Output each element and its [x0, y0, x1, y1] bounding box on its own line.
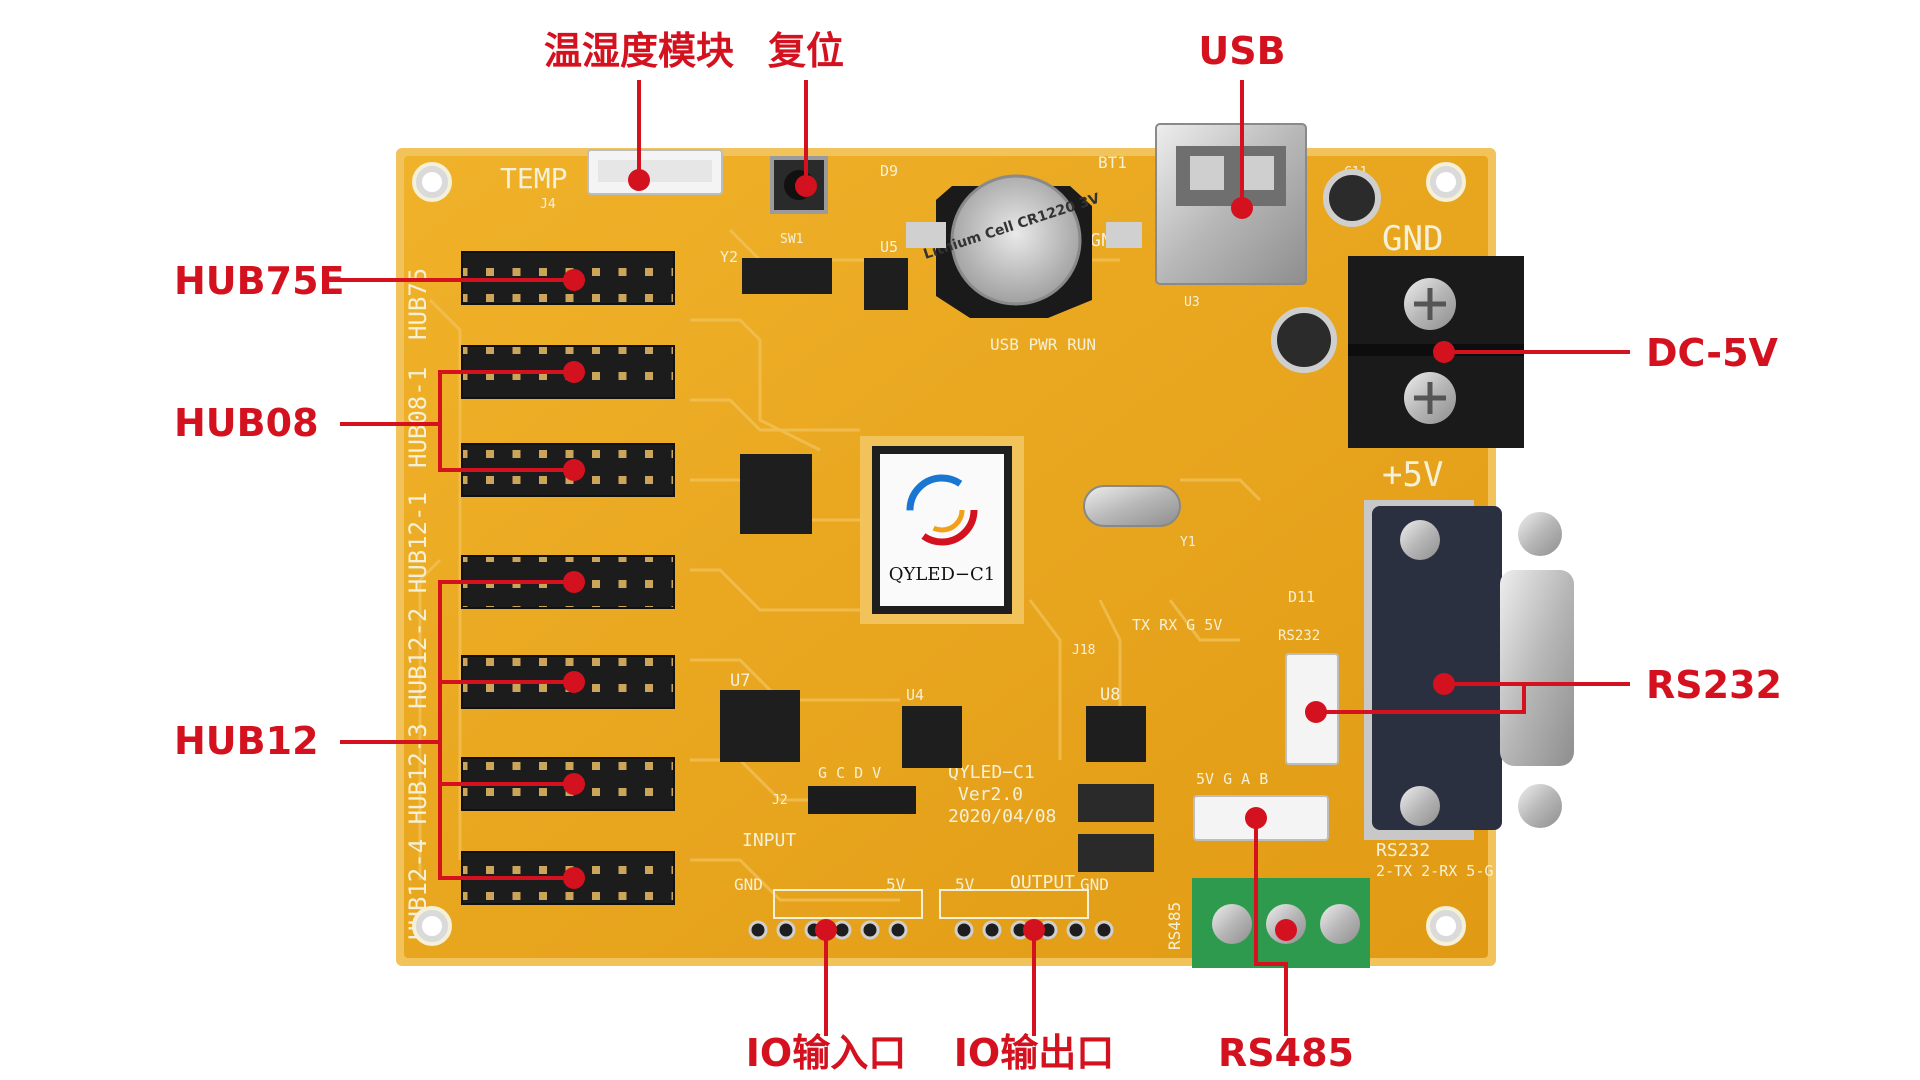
silk-u4: U4	[906, 686, 924, 704]
crystal	[1083, 485, 1181, 527]
silk-u8: U8	[1100, 685, 1120, 705]
silk-temp: TEMP	[500, 162, 567, 195]
silk-plus5v: +5V	[1382, 455, 1443, 495]
callout-hub08: HUB08	[174, 401, 319, 445]
silk-gnd-output: GND	[1080, 875, 1109, 894]
silk-u3: U3	[1184, 295, 1200, 310]
battery-holder: Lithium Cell CR1220 3V	[906, 174, 1142, 318]
small-ics	[720, 258, 1154, 872]
silk-txrxg5v: TX RX G 5V	[1132, 616, 1222, 634]
silk-j2: J2	[772, 793, 788, 808]
silk-board-name: QYLED−C1	[948, 762, 1035, 783]
silk-rs485: RS485	[1165, 902, 1184, 950]
ring-hole-icon	[412, 162, 1466, 946]
callout-dots	[563, 169, 1455, 941]
silk-5v-input: 5V	[886, 875, 906, 894]
silk-gnd-input: GND	[734, 875, 763, 894]
silk-5v-output: 5V	[955, 875, 975, 894]
silk-j4: J4	[540, 197, 556, 212]
silk-output: OUTPUT	[1010, 872, 1075, 893]
chip-logo-text: QYLED−C1	[889, 564, 995, 585]
callout-io-input: IO输入口	[745, 1031, 907, 1075]
q-swirl-logo-icon	[906, 474, 978, 546]
silk-rs232-pins: 2-TX 2-RX 5-G	[1376, 862, 1493, 880]
phillips-screw-icon	[1400, 520, 1440, 826]
silk-input: INPUT	[742, 830, 796, 851]
silk-y1: Y1	[1180, 535, 1196, 550]
silk-bt1: BT1	[1098, 153, 1127, 172]
silk-j18: J18	[1072, 643, 1095, 658]
silk-rs232-small: RS232	[1278, 628, 1320, 644]
silk-5vgab: 5V G A B	[1196, 770, 1268, 788]
silk-version: Ver2.0	[958, 784, 1023, 805]
callout-rs485: RS485	[1218, 1031, 1354, 1075]
silk-gcdv: G C D V	[818, 764, 881, 782]
callout-hub75e: HUB75E	[174, 259, 345, 303]
silk-rs232: RS232	[1376, 840, 1430, 861]
silk-y2: Y2	[720, 248, 738, 266]
silk-usb-pwr-run: USB PWR RUN	[990, 335, 1096, 354]
callout-rs232: RS232	[1646, 663, 1782, 707]
silk-date: 2020/04/08	[948, 806, 1056, 827]
callout-lines	[340, 80, 1630, 1036]
silk-d9: D9	[880, 162, 898, 180]
temp-connector	[587, 149, 723, 195]
silk-u5: U5	[880, 238, 898, 256]
callout-usb: USB	[1198, 29, 1286, 73]
rs232-db9-connector	[1364, 500, 1574, 840]
callout-dc5v: DC-5V	[1646, 331, 1778, 375]
capacitors	[1271, 169, 1381, 373]
main-mcu: QYLED−C1	[860, 436, 1024, 624]
callout-hub12: HUB12	[174, 719, 319, 763]
usb-port	[1155, 123, 1307, 285]
callout-io-output: IO输出口	[953, 1031, 1115, 1075]
silk-d11: D11	[1288, 588, 1315, 606]
silk-sw1: SW1	[780, 232, 803, 247]
silk-gnd-big: GND	[1382, 219, 1443, 259]
silk-u7: U7	[730, 671, 750, 691]
silk-hub08-side: HUB08-1	[404, 367, 432, 468]
callout-temp-module: 温湿度模块	[543, 29, 735, 73]
silk-hub12-side: HUB12-4 HUB12-3 HUB12-2 HUB12-1	[404, 492, 432, 940]
callout-reset: 复位	[767, 29, 845, 73]
